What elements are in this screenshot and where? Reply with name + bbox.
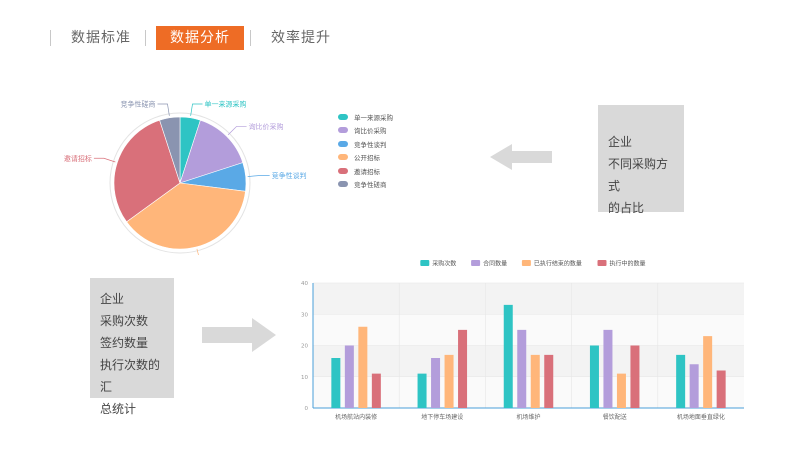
note-line: 不同采购方式	[608, 157, 669, 193]
pie-slice[interactable]	[159, 116, 181, 184]
y-tick-label: 10	[301, 375, 308, 381]
note-line: 的占比	[608, 201, 645, 215]
legend-swatch	[338, 140, 348, 147]
bar-legend-label[interactable]: 已执行结束的数量	[534, 260, 582, 268]
pie-leader-line	[247, 175, 270, 177]
grid-band	[313, 376, 744, 408]
bar[interactable]	[630, 345, 640, 409]
legend-item[interactable]: 单一来源采购	[338, 110, 393, 123]
procurement-bar-chart: 0 10 20 30 40 机场航站内装修 地下停车场建设 机场维护 餐饮配送 机场地面垂直绿化 采…	[301, 260, 744, 421]
grid-band	[313, 283, 744, 315]
pie-slice[interactable]	[179, 119, 244, 184]
bar[interactable]	[331, 358, 341, 408]
bar[interactable]	[444, 354, 454, 408]
bar-legend-swatch[interactable]	[420, 260, 430, 266]
bar[interactable]	[344, 345, 354, 409]
bar-legend-swatch[interactable]	[521, 260, 531, 266]
pie-leader-line	[196, 248, 199, 255]
pie-slice[interactable]	[113, 119, 181, 223]
note-line: 企业	[608, 135, 633, 149]
legend-item[interactable]: 公开招标	[338, 151, 393, 164]
note-line: 企业	[100, 292, 125, 306]
arrow-left-icon	[490, 144, 552, 170]
x-tick-label: 机场航站内装修	[335, 413, 377, 421]
legend-swatch	[338, 127, 348, 133]
bar[interactable]	[358, 326, 368, 408]
bar-legend-label[interactable]: 采购次数	[432, 260, 456, 268]
pie-slice-label: 竞争性谈判	[272, 171, 307, 180]
pie-leader-line	[93, 157, 116, 163]
y-tick-label: 40	[301, 281, 308, 287]
pie-slice[interactable]	[126, 182, 246, 250]
bar[interactable]	[716, 370, 726, 409]
bar-legend-label[interactable]: 执行中的数量	[610, 260, 646, 268]
pie-legend: 单一来源采购询比价采购竞争性谈判公开招标邀请招标竞争性磋商	[338, 110, 393, 191]
bar-legend-label[interactable]: 合同数量	[483, 260, 507, 268]
arrow-right-icon	[202, 318, 276, 352]
bar[interactable]	[544, 354, 554, 408]
legend-label: 公开招标	[354, 154, 380, 162]
procurement-summary-note: 企业 采购次数 签约数量 执行次数的汇 总统计	[90, 278, 174, 416]
procurement-ratio-note: 企业 不同采购方式 的占比	[598, 105, 684, 215]
note-line: 执行次数的汇	[100, 358, 161, 394]
bar[interactable]	[530, 354, 540, 408]
pie-slice-label: 询比价采购	[249, 122, 284, 131]
bar[interactable]	[589, 345, 599, 409]
bar[interactable]	[517, 329, 527, 408]
legend-item[interactable]: 邀请招标	[338, 164, 393, 177]
bar[interactable]	[689, 364, 699, 408]
pie-slice-label: 单一来源采购	[205, 99, 247, 108]
legend-label: 竞争性谈判	[354, 140, 387, 149]
y-tick-label: 20	[301, 344, 308, 350]
top-tab-bar: 数据标准 数据分析 效率提升	[50, 26, 345, 50]
pie-leader-line	[157, 103, 170, 116]
pie-leader-line	[227, 126, 247, 136]
y-tick-label: 30	[301, 312, 308, 318]
legend-item[interactable]: 竞争性谈判	[338, 137, 393, 150]
bar[interactable]	[417, 373, 427, 408]
legend-label: 询比价采购	[354, 127, 387, 135]
bar[interactable]	[703, 336, 713, 408]
bar[interactable]	[458, 329, 468, 408]
bar-legend-swatch[interactable]	[471, 260, 481, 266]
legend-swatch	[338, 113, 348, 120]
tab-efficiency[interactable]: 效率提升	[271, 30, 331, 46]
pie-outline	[109, 112, 251, 254]
grid-band	[313, 345, 744, 377]
legend-swatch	[338, 154, 348, 160]
tab-divider	[250, 30, 251, 46]
note-line: 签约数量	[100, 336, 149, 350]
bar[interactable]	[503, 304, 513, 408]
bar-legend-swatch[interactable]	[597, 260, 607, 266]
grid-band	[313, 314, 744, 346]
legend-item[interactable]: 竞争性磋商	[338, 178, 393, 191]
x-tick-label: 地下停车场建设	[421, 413, 463, 421]
tab-divider	[50, 30, 51, 46]
bar[interactable]	[431, 358, 441, 408]
legend-label: 邀请招标	[354, 167, 380, 176]
note-line: 总统计	[100, 402, 137, 416]
legend-swatch	[338, 181, 348, 187]
note-line: 采购次数	[100, 314, 149, 328]
legend-item[interactable]: 询比价采购	[338, 124, 393, 137]
y-tick-label: 0	[305, 406, 309, 412]
x-tick-label: 餐饮配送	[603, 413, 627, 421]
bar[interactable]	[371, 373, 381, 408]
legend-swatch	[338, 167, 348, 174]
pie-slice-label: 邀请招标	[64, 154, 92, 163]
bar[interactable]	[616, 373, 626, 408]
legend-label: 单一来源采购	[354, 113, 393, 122]
x-tick-label: 机场维护	[516, 413, 540, 421]
legend-label: 竞争性磋商	[354, 181, 387, 189]
x-tick-label: 机场地面垂直绿化	[677, 413, 725, 421]
bar[interactable]	[676, 354, 686, 408]
pie-slice-label: 竞争性磋商	[120, 99, 155, 108]
tab-data-standard[interactable]: 数据标准	[71, 30, 131, 46]
pie-leader-line	[190, 103, 203, 116]
bar[interactable]	[603, 329, 613, 408]
tab-divider	[145, 30, 146, 46]
tab-data-analysis[interactable]: 数据分析	[156, 26, 244, 50]
